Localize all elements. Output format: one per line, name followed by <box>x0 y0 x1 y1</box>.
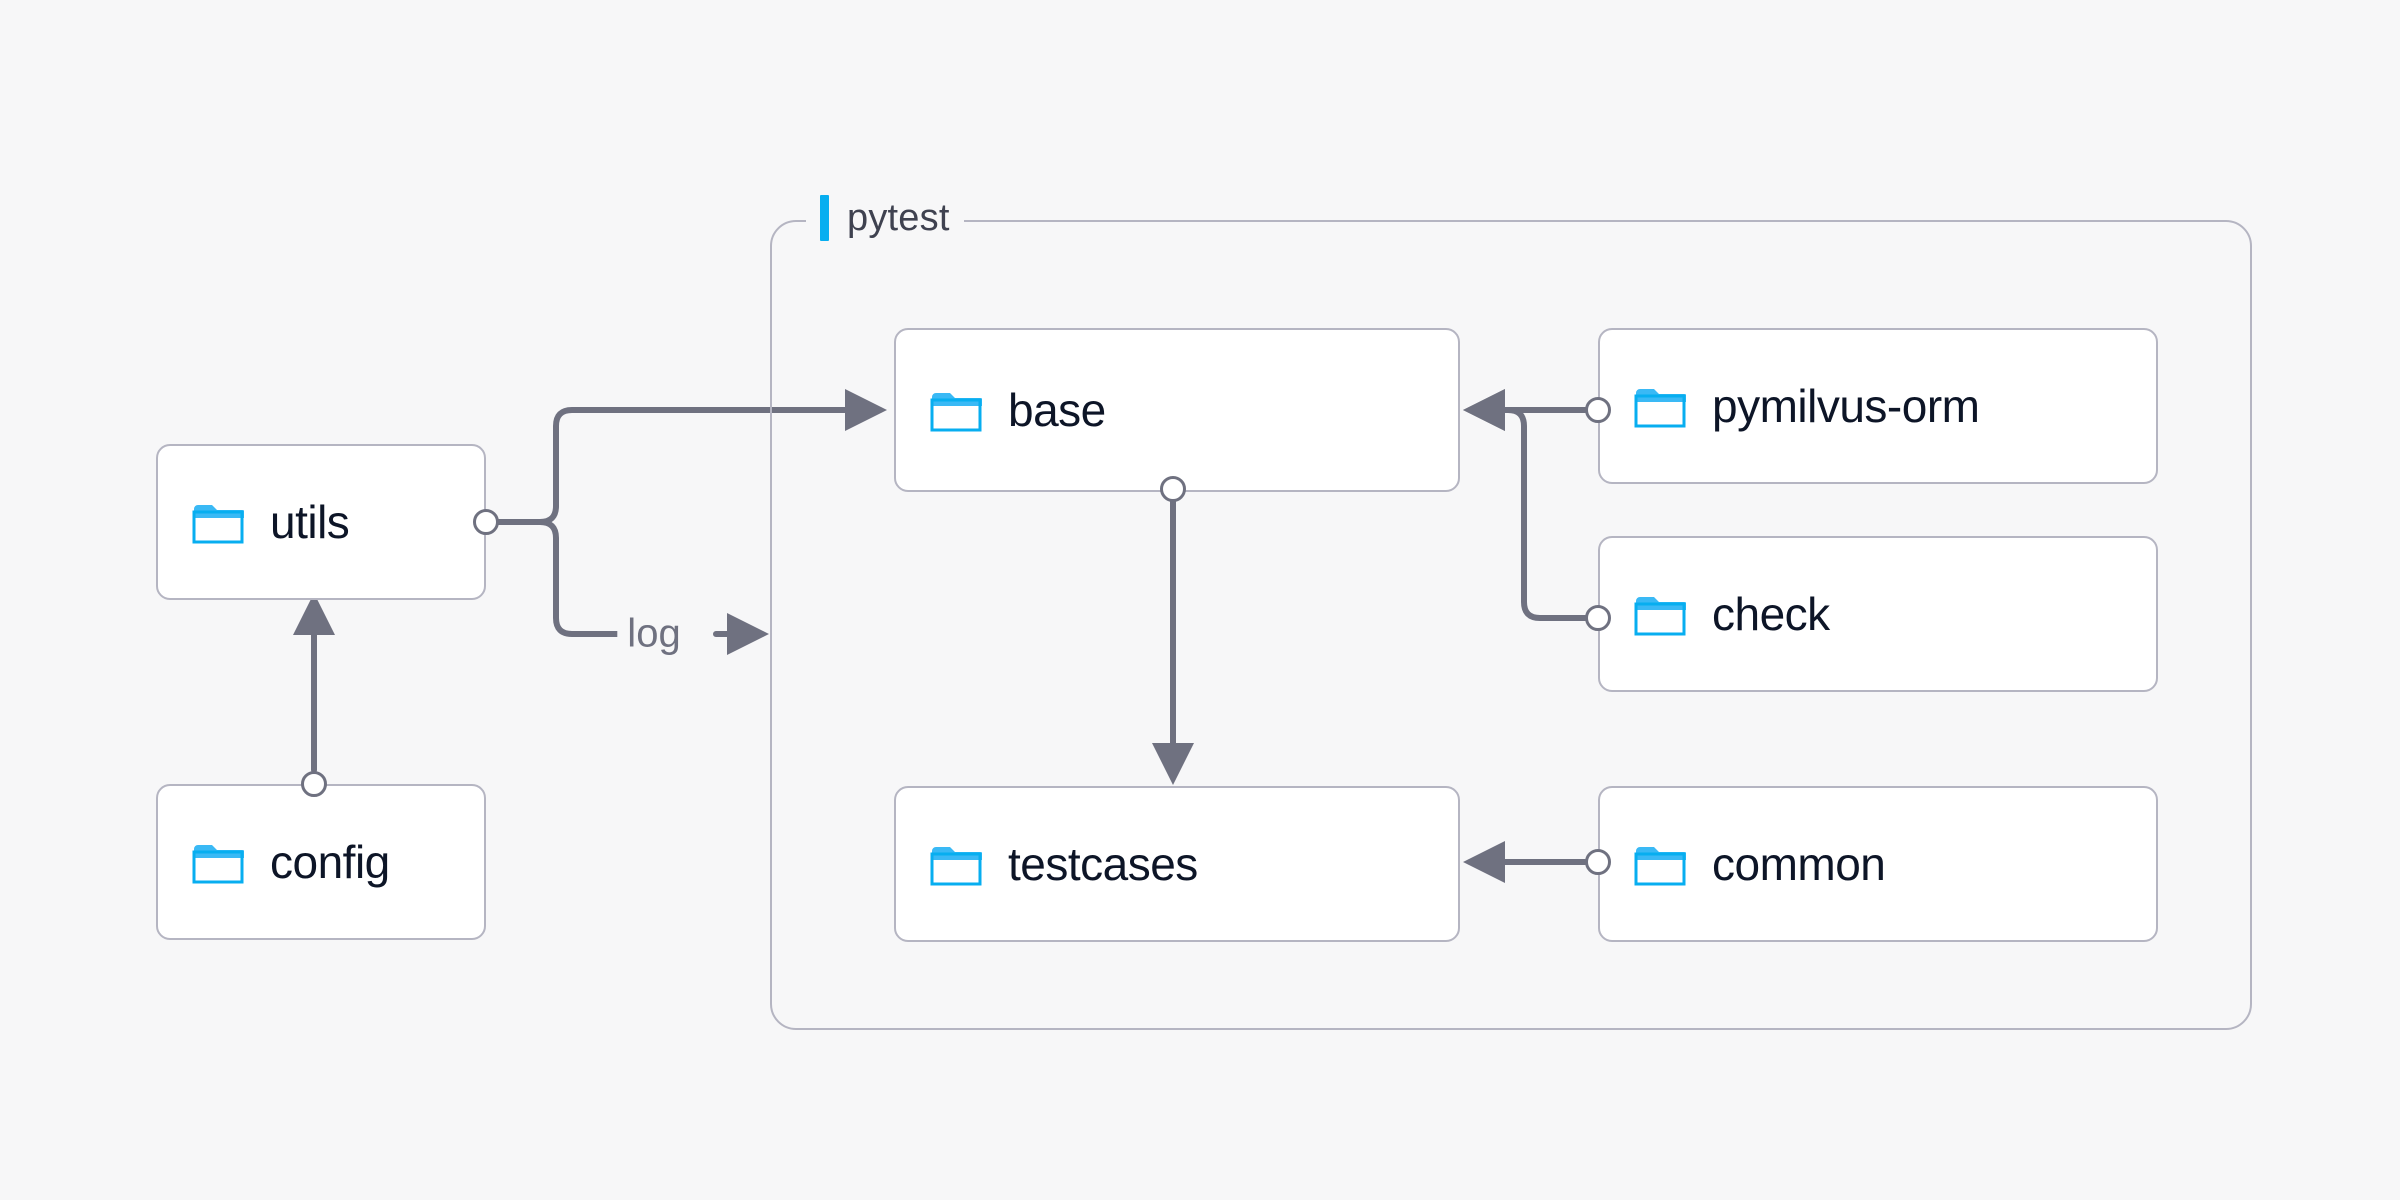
node-common-label: common <box>1712 838 1886 890</box>
node-testcases[interactable]: testcases <box>894 786 1460 942</box>
edge-label-log: log <box>617 611 691 657</box>
port-check-left[interactable] <box>1585 605 1611 631</box>
node-pymilvus-orm[interactable]: pymilvus-orm <box>1598 328 2158 484</box>
port-pymilvus-orm-left[interactable] <box>1585 397 1611 423</box>
node-check-label: check <box>1712 588 1830 640</box>
folder-icon <box>1634 592 1686 636</box>
node-pymilvus-orm-label: pymilvus-orm <box>1712 380 1980 432</box>
group-pytest-label: pytest <box>806 190 964 246</box>
port-config-top[interactable] <box>301 771 327 797</box>
folder-icon <box>930 388 982 432</box>
node-config[interactable]: config <box>156 784 486 940</box>
folder-icon <box>1634 384 1686 428</box>
folder-icon <box>1634 842 1686 886</box>
node-utils[interactable]: utils <box>156 444 486 600</box>
node-utils-label: utils <box>270 496 350 548</box>
folder-icon <box>930 842 982 886</box>
node-base-label: base <box>1008 384 1106 436</box>
node-check[interactable]: check <box>1598 536 2158 692</box>
port-base-bottom[interactable] <box>1160 476 1186 502</box>
group-pytest <box>770 220 2252 1030</box>
folder-icon <box>192 500 244 544</box>
port-common-left[interactable] <box>1585 849 1611 875</box>
group-accent-bar <box>820 195 829 241</box>
node-testcases-label: testcases <box>1008 838 1198 890</box>
node-common[interactable]: common <box>1598 786 2158 942</box>
node-base[interactable]: base <box>894 328 1460 492</box>
group-title-text: pytest <box>847 196 950 239</box>
node-config-label: config <box>270 836 390 888</box>
port-utils-right[interactable] <box>473 509 499 535</box>
folder-icon <box>192 840 244 884</box>
